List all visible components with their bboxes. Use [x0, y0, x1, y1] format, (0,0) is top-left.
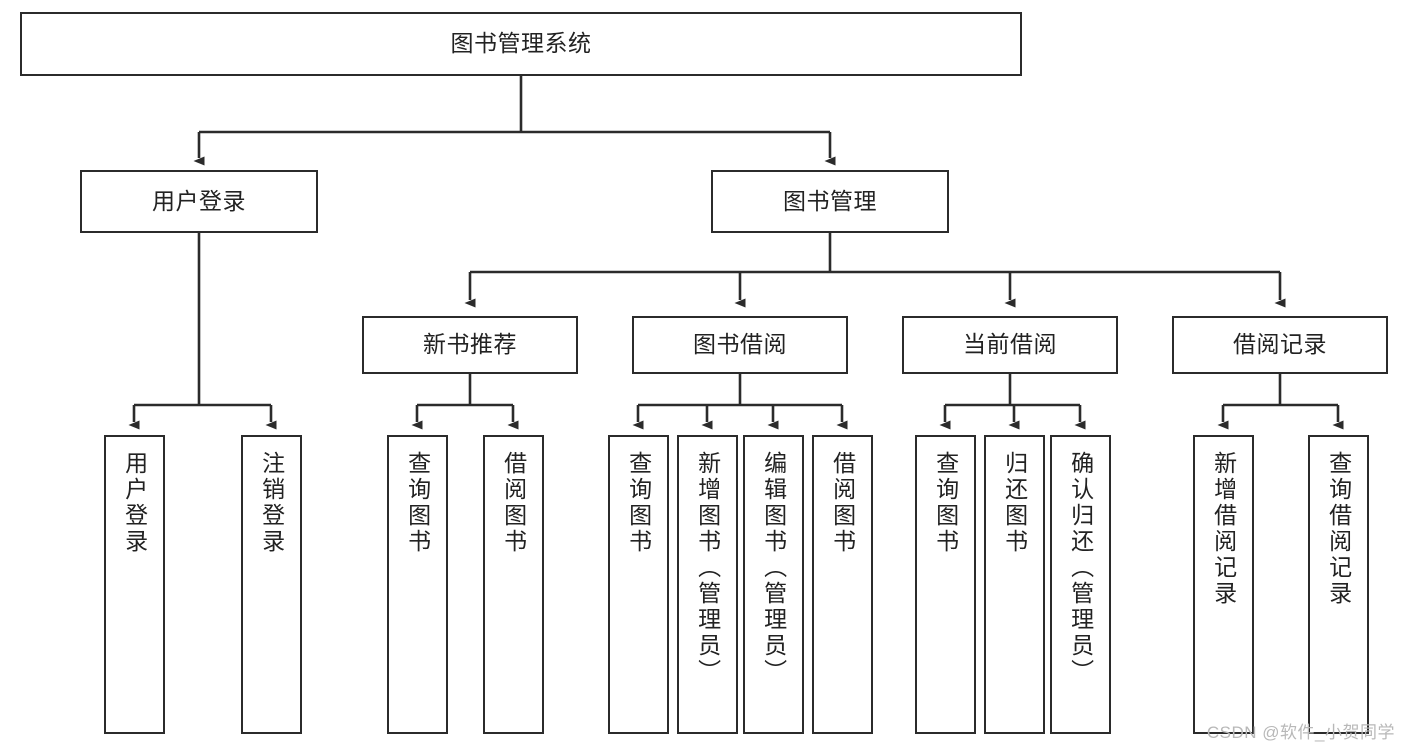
node-label: 查询图书: [932, 451, 959, 555]
leaf-current-borrow-query[interactable]: 查询图书: [915, 435, 976, 734]
leaf-borrow-record-query[interactable]: 查询借阅记录: [1308, 435, 1369, 734]
leaf-user-login-logout[interactable]: 注销登录: [241, 435, 302, 734]
node-label: 借阅记录: [1233, 331, 1327, 358]
csdn-watermark: CSDN @软件_小贺同学: [1206, 723, 1395, 742]
node-borrow-record[interactable]: 借阅记录: [1172, 316, 1388, 374]
leaf-current-borrow-return[interactable]: 归还图书: [984, 435, 1045, 734]
node-label: 借阅图书: [500, 451, 527, 555]
node-new-book-recommend[interactable]: 新书推荐: [362, 316, 578, 374]
leaf-borrow-record-add[interactable]: 新增借阅记录: [1193, 435, 1254, 734]
node-label: 借阅图书: [829, 451, 856, 555]
leaf-user-login-login[interactable]: 用户登录: [104, 435, 165, 734]
node-label: 图书管理: [783, 187, 877, 214]
node-label: 确认归还（管理员）: [1067, 451, 1094, 685]
node-label: 当前借阅: [963, 331, 1057, 358]
leaf-new-book-borrow[interactable]: 借阅图书: [483, 435, 544, 734]
node-label: 新增借阅记录: [1210, 451, 1237, 607]
node-book-borrow[interactable]: 图书借阅: [632, 316, 848, 374]
leaf-new-book-query[interactable]: 查询图书: [387, 435, 448, 734]
leaf-book-borrow-edit-admin[interactable]: 编辑图书（管理员）: [743, 435, 804, 734]
node-book-management[interactable]: 图书管理: [711, 170, 949, 233]
leaf-current-borrow-confirm-return-admin[interactable]: 确认归还（管理员）: [1050, 435, 1111, 734]
node-label: 归还图书: [1001, 451, 1028, 555]
node-label: 用户登录: [152, 187, 246, 214]
node-label: 编辑图书（管理员）: [760, 451, 787, 685]
node-label: 查询图书: [404, 451, 431, 555]
leaf-book-borrow-borrow[interactable]: 借阅图书: [812, 435, 873, 734]
node-user-login[interactable]: 用户登录: [80, 170, 318, 233]
node-label: 新增图书（管理员）: [694, 451, 721, 685]
leaf-book-borrow-query[interactable]: 查询图书: [608, 435, 669, 734]
node-label: 用户登录: [121, 451, 148, 555]
leaf-book-borrow-add-admin[interactable]: 新增图书（管理员）: [677, 435, 738, 734]
node-current-borrow[interactable]: 当前借阅: [902, 316, 1118, 374]
node-label: 查询借阅记录: [1325, 451, 1352, 607]
node-label: 图书借阅: [693, 331, 787, 358]
node-label: 查询图书: [625, 451, 652, 555]
node-label: 图书管理系统: [450, 30, 592, 57]
node-label: 新书推荐: [423, 331, 517, 358]
node-label: 注销登录: [258, 451, 285, 555]
node-root-book-management-system[interactable]: 图书管理系统: [20, 12, 1022, 76]
